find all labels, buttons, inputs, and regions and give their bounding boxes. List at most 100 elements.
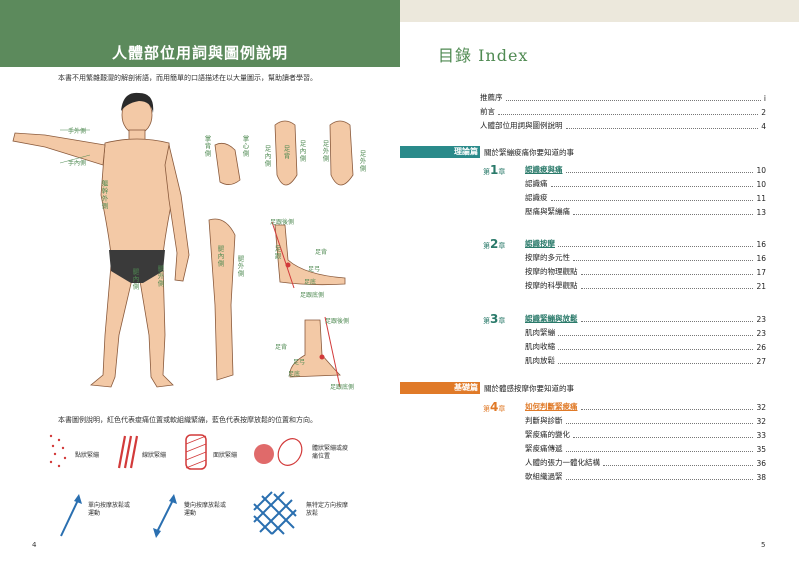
intro-text: 本書不用繁雜艱澀的解剖術語，而用簡單的口語描述在以大量圖示，幫助讀者學習。 [58, 74, 317, 82]
chapter-pre: 第 [483, 168, 490, 176]
toc-chapter-page: 23 [756, 315, 766, 324]
label-foot-outer: 足外側 [321, 140, 329, 163]
toc-item-page: 38 [756, 473, 766, 482]
toc-item-title: 軟組織過緊 [525, 472, 563, 481]
toc-item-page: 10 [756, 180, 766, 189]
toc-item-title: 肌肉放鬆 [525, 356, 555, 365]
toc-item-page: 27 [756, 357, 766, 366]
leader-dots [565, 451, 754, 452]
legend-line-label: 線狀緊繃 [142, 452, 167, 459]
toc-chapter-page: 10 [756, 166, 766, 175]
legend-intro: 本書圖例說明，紅色代表痠痛位置或軟組織緊繃，藍色代表按摩放鬆的位置和方向。 [58, 416, 317, 424]
label-leg-outer-2: 腿外側 [236, 255, 244, 278]
leader-dots [573, 260, 754, 261]
leader-dots [580, 288, 754, 289]
label-foot-inner-2: 足內側 [298, 140, 306, 163]
label-sole: 足底 [304, 279, 317, 286]
toc-item-row[interactable]: 軟組織過緊 38 [525, 471, 766, 482]
toc-item-title: 肌肉收縮 [525, 342, 555, 351]
toc-item-row[interactable]: 按摩的科學觀點 21 [525, 280, 766, 291]
toc-item-page: 36 [756, 459, 766, 468]
label-heel-back: 足跟後側 [270, 219, 295, 226]
toc-item-page: 21 [756, 282, 766, 291]
leader-dots [565, 479, 754, 480]
part-theory-bar: 理論篇 [400, 146, 480, 158]
label-hand-outer: 手外側 [68, 128, 87, 135]
toc-front-page: i [763, 94, 766, 103]
toc-chapter-row[interactable]: 認識緊繃與放鬆 23 [525, 313, 766, 324]
page-number-right: 5 [761, 541, 766, 549]
toc-front-title: 人體部位用詞與圖例說明 [480, 121, 563, 130]
toc-item-page: 35 [756, 445, 766, 454]
chapter-pre: 第 [483, 242, 490, 250]
toc-chapter-title: 認識按摩 [525, 239, 555, 248]
toc-item-row[interactable]: 認識痛 10 [525, 178, 766, 189]
toc-item-row[interactable]: 肌肉放鬆 27 [525, 355, 766, 366]
chapter-num: 1 [490, 163, 499, 177]
leader-dots [558, 363, 754, 364]
toc-chapter-title: 認識痠與痛 [525, 165, 563, 174]
top-band [400, 0, 799, 22]
sore-spot-icon [254, 438, 303, 466]
toc-item-row[interactable]: 緊痠痛傳遞 35 [525, 443, 766, 454]
hand-figure [214, 142, 241, 185]
part-basic-desc: 關於體感按摩你要知道的事 [484, 384, 574, 393]
legend-double-label: 雙向按摩放鬆或運動 [184, 502, 227, 517]
toc-item-title: 認識痛 [525, 179, 548, 188]
page-title: 人體部位用詞與圖例說明 [111, 44, 288, 62]
leader-dots [573, 214, 754, 215]
leader-dots [580, 321, 754, 322]
chapter-num: 3 [490, 312, 499, 326]
leader-dots [580, 409, 754, 410]
toc-chapter-row[interactable]: 認識痠與痛 10 [525, 164, 766, 175]
chapter-pre: 第 [483, 405, 490, 413]
leader-dots [558, 335, 754, 336]
foot-side-figure [271, 221, 346, 289]
left-page: 人體部位用詞與圖例說明 本書不用繁雜艱澀的解剖術語，而用簡單的口語描述在以大量圖… [0, 0, 400, 549]
leader-dots [558, 246, 754, 247]
toc-item-row[interactable]: 按摩的多元性 16 [525, 252, 766, 263]
toc-item-page: 13 [756, 208, 766, 217]
human-body-figure [12, 92, 190, 388]
label-palm-heart: 掌心側 [241, 135, 249, 158]
toc-item-title: 人體的張力一體化結構 [525, 458, 600, 467]
chapter-2-number: 第2章 [483, 237, 505, 251]
leader-dots [580, 274, 754, 275]
legend-single-label: 單向按摩放鬆或運動 [88, 502, 131, 517]
chapter-num: 4 [490, 400, 499, 414]
area-tension-icon [185, 434, 207, 470]
label-leg-outer: 腿外側 [156, 265, 164, 288]
part-label: 理論篇 [454, 147, 478, 156]
toc-item-title: 按摩的科學觀點 [525, 281, 578, 290]
chapter-post: 章 [498, 242, 506, 250]
toc-chapter-page: 16 [756, 240, 766, 249]
foot-top-figure [274, 120, 354, 186]
label-arch: 足弓 [308, 266, 321, 273]
toc-item-title: 按摩的多元性 [525, 253, 570, 262]
toc-chapter-page: 32 [756, 403, 766, 412]
double-direction-icon [153, 494, 177, 538]
toc-item-page: 17 [756, 268, 766, 277]
part-basic-bar: 基礎篇 [400, 382, 480, 394]
toc-chapter-row[interactable]: 認識按摩 16 [525, 238, 766, 249]
label-foot-top-2: 足背 [275, 344, 288, 351]
toc-item-row[interactable]: 人體的張力一體化結構 36 [525, 457, 766, 468]
toc-item-page: 16 [756, 254, 766, 263]
chapter-num: 2 [490, 237, 499, 251]
chapter-4-number: 第4章 [483, 400, 505, 414]
leader-dots [565, 128, 759, 129]
leader-dots [565, 172, 754, 173]
toc-item-title: 緊痠痛傳遞 [525, 444, 563, 453]
toc-chapter-title: 認識緊繃與放鬆 [525, 314, 578, 323]
